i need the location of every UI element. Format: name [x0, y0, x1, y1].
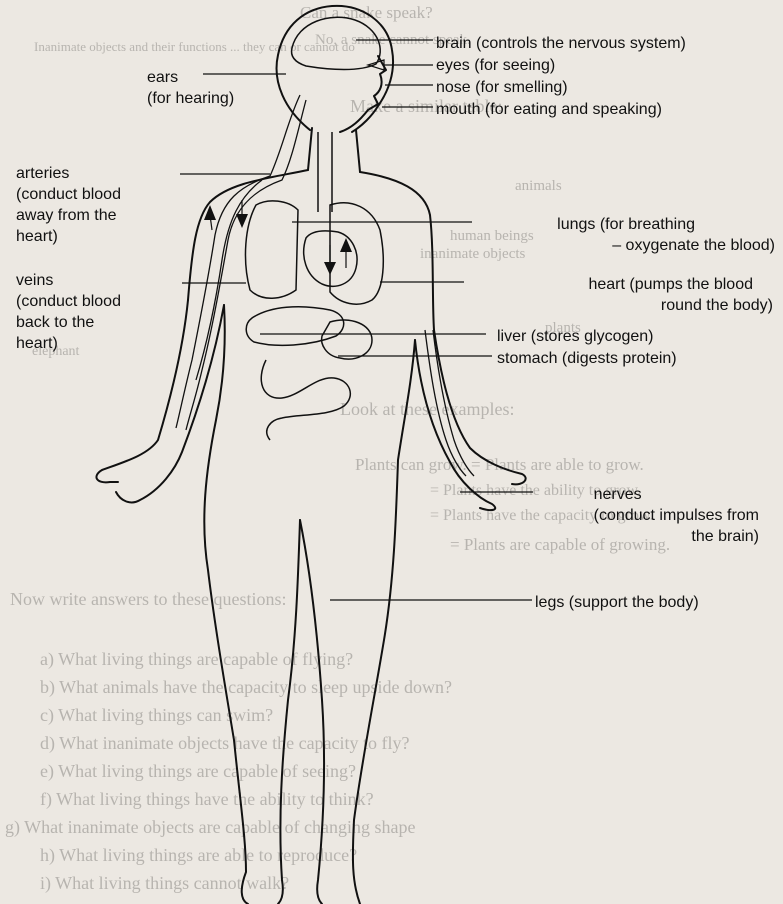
label-heart-desc: round the body) — [588, 295, 773, 316]
label-stomach: stomach (digests protein) — [497, 348, 677, 369]
label-nose: nose (for smelling) — [436, 77, 568, 98]
label-nerves: nerves (conduct impulses from the brain) — [594, 484, 759, 547]
body-outline — [96, 6, 525, 904]
label-heart: heart (pumps the blood round the body) — [588, 274, 773, 316]
label-brain: brain (controls the nervous system) — [436, 33, 686, 54]
label-veins-name: veins — [16, 270, 121, 291]
label-veins-desc: heart) — [16, 333, 121, 354]
label-nerves-name: nerves — [594, 484, 759, 505]
label-arteries: arteries (conduct blood away from the he… — [16, 163, 121, 247]
label-veins-desc: (conduct blood — [16, 291, 121, 312]
label-arteries-desc: (conduct blood — [16, 184, 121, 205]
label-eyes: eyes (for seeing) — [436, 55, 555, 76]
label-lungs-desc: – oxygenate the blood) — [557, 235, 775, 256]
leader-lines — [180, 40, 533, 600]
label-liver: liver (stores glycogen) — [497, 326, 654, 347]
label-nerves-desc: (conduct impulses from — [594, 505, 759, 526]
label-ears-name: ears — [147, 67, 234, 88]
label-arteries-name: arteries — [16, 163, 121, 184]
label-lungs-name: lungs (for breathing — [557, 214, 695, 235]
label-ears: ears (for hearing) — [147, 67, 234, 109]
label-nerves-desc: the brain) — [594, 526, 759, 547]
label-arteries-desc: heart) — [16, 226, 121, 247]
label-legs: legs (support the body) — [535, 592, 699, 613]
label-veins: veins (conduct blood back to the heart) — [16, 270, 121, 354]
label-veins-desc: back to the — [16, 312, 121, 333]
label-heart-name: heart (pumps the blood — [588, 274, 753, 295]
label-lungs: lungs (for breathing – oxygenate the blo… — [557, 214, 775, 256]
label-arteries-desc: away from the — [16, 205, 121, 226]
label-ears-desc: (for hearing) — [147, 88, 234, 109]
label-mouth: mouth (for eating and speaking) — [436, 99, 662, 120]
